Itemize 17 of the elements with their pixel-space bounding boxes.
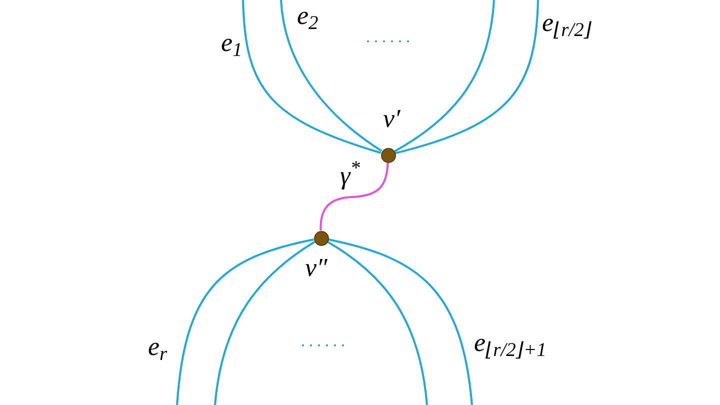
curve-line	[280, 0, 382, 152]
edge-label: e$_{1}$	[221, 30, 242, 56]
curve-line	[176, 238, 314, 405]
curve-line	[326, 240, 428, 405]
curve-line	[395, 0, 539, 154]
edge-label: γ$^{*}$	[340, 163, 360, 189]
curve-line	[214, 241, 316, 405]
curve-line	[328, 238, 473, 405]
vertex-label: v′	[383, 106, 400, 132]
ellipsis-dots: ......	[301, 334, 349, 350]
vertex-label: v″	[305, 255, 328, 281]
edge-label: e$_{r}$	[148, 334, 168, 360]
edge-label: e$_{2}$	[297, 3, 318, 29]
curve-line	[242, 0, 382, 154]
curve-line	[320, 162, 389, 231]
ellipsis-dots: ......	[366, 30, 414, 46]
curve-line	[394, 0, 495, 152]
